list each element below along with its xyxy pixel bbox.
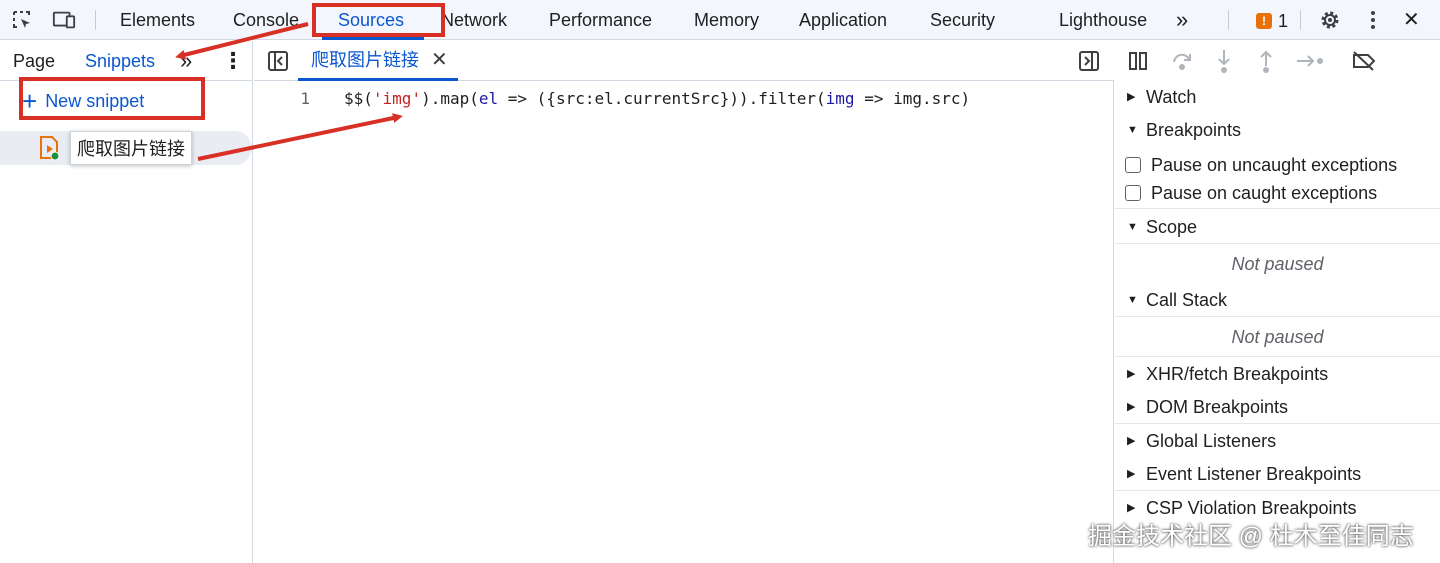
active-tab-indicator	[322, 37, 424, 40]
nav-tab-page[interactable]: Page	[13, 51, 56, 71]
issues-count: 1	[1278, 10, 1289, 31]
section-label: Call Stack	[1146, 290, 1228, 310]
navigator-pane: Page Snippets » ⋮ + New snippet 爬取图片链接	[0, 41, 253, 563]
tab-console[interactable]: Console	[233, 10, 300, 30]
close-devtools-icon[interactable]: ✕	[1403, 9, 1420, 31]
call-stack-not-paused: Not paused	[1115, 317, 1440, 357]
collapsed-arrow-icon: ▶	[1127, 502, 1136, 514]
issue-warning-icon: !	[1256, 13, 1272, 29]
dom-breakpoints-section-header[interactable]: ▶ DOM Breakpoints	[1115, 390, 1440, 424]
code-token: => ({src:el.currentSrc})).filter(	[498, 89, 826, 108]
code-token: => img.src)	[854, 89, 971, 108]
watch-section-header[interactable]: ▶ Watch	[1115, 80, 1440, 114]
editor-tab-strip: 爬取图片链接 ✕	[254, 41, 1114, 81]
collapsed-arrow-icon: ▶	[1127, 435, 1136, 447]
section-label: Event Listener Breakpoints	[1146, 464, 1362, 484]
global-listeners-section-header[interactable]: ▶ Global Listeners	[1115, 424, 1440, 458]
tab-network[interactable]: Network	[441, 10, 508, 30]
toolbar-divider	[1300, 10, 1301, 30]
snippet-file-icon	[40, 136, 60, 161]
code-token: $$(	[344, 89, 373, 108]
editor-file-tab[interactable]: 爬取图片链接 ✕	[298, 41, 458, 81]
toolbar-divider	[95, 10, 96, 30]
tab-security[interactable]: Security	[930, 10, 996, 30]
editor-tab-label: 爬取图片链接	[311, 50, 419, 70]
code-token: ).map(	[421, 89, 479, 108]
collapsed-arrow-icon: ▶	[1127, 91, 1136, 103]
pause-uncaught-option[interactable]: Pause on uncaught exceptions	[1125, 151, 1435, 179]
step-over-icon[interactable]	[1170, 50, 1194, 72]
code-line[interactable]: 1 $$('img').map(el => ({src:el.currentSr…	[254, 87, 1114, 111]
deactivate-breakpoints-icon[interactable]	[1351, 50, 1377, 72]
call-stack-section-header[interactable]: ▼ Call Stack	[1115, 283, 1440, 317]
breakpoints-section-body	[1115, 149, 1440, 209]
tab-sources[interactable]: Sources	[338, 10, 405, 30]
nav-menu-icon[interactable]: ⋮	[222, 48, 244, 73]
pause-script-icon[interactable]	[1127, 50, 1149, 72]
line-number: 1	[300, 89, 310, 108]
plus-icon: +	[22, 86, 38, 116]
snippet-name-tooltip: 爬取图片链接	[70, 131, 192, 165]
section-label: DOM Breakpoints	[1146, 397, 1289, 417]
step-out-icon[interactable]	[1255, 48, 1277, 74]
pause-caught-label: Pause on caught exceptions	[1151, 183, 1378, 203]
collapsed-arrow-icon: ▶	[1127, 468, 1136, 480]
collapsed-arrow-icon: ▶	[1127, 368, 1136, 380]
more-tabs-icon[interactable]: »	[1176, 7, 1189, 32]
settings-gear-icon[interactable]	[1318, 8, 1342, 32]
section-label: Watch	[1146, 87, 1197, 107]
code-variable-token: el	[478, 89, 499, 108]
new-snippet-button[interactable]: + New snippet	[22, 87, 144, 115]
tab-memory[interactable]: Memory	[694, 10, 760, 30]
tab-elements[interactable]: Elements	[120, 10, 196, 30]
xhr-breakpoints-section-header[interactable]: ▶ XHR/fetch Breakpoints	[1115, 357, 1440, 391]
navigator-tabs: Page Snippets » ⋮	[0, 41, 253, 81]
new-snippet-label: New snippet	[45, 90, 145, 111]
nav-more-icon[interactable]: »	[180, 48, 193, 73]
pause-uncaught-checkbox[interactable]	[1125, 157, 1141, 173]
active-editor-tab-indicator	[298, 78, 458, 81]
debugger-toolbar	[1115, 41, 1440, 81]
scope-section-header[interactable]: ▼ Scope	[1115, 210, 1440, 244]
section-label: XHR/fetch Breakpoints	[1146, 364, 1329, 384]
step-into-icon[interactable]	[1213, 48, 1235, 74]
code-text[interactable]: $$('img').map(el => ({src:el.currentSrc}…	[344, 87, 970, 111]
expanded-arrow-icon: ▼	[1127, 221, 1138, 233]
collapsed-arrow-icon: ▶	[1127, 401, 1136, 413]
step-icon[interactable]	[1295, 50, 1325, 72]
main-toolbar: Elements Console Sources Network Perform…	[0, 0, 1440, 40]
code-variable-token: img	[825, 89, 855, 108]
event-listener-breakpoints-section-header[interactable]: ▶ Event Listener Breakpoints	[1115, 457, 1440, 491]
expanded-arrow-icon: ▼	[1127, 124, 1138, 136]
close-tab-icon[interactable]: ✕	[431, 49, 448, 71]
tab-performance[interactable]: Performance	[549, 10, 653, 30]
scope-not-paused: Not paused	[1115, 244, 1440, 284]
pause-uncaught-label: Pause on uncaught exceptions	[1151, 155, 1398, 175]
toggle-debugger-icon[interactable]	[1078, 50, 1100, 72]
tab-lighthouse[interactable]: Lighthouse	[1059, 10, 1148, 30]
issues-counter[interactable]: ! 1	[1256, 10, 1288, 32]
debugger-sidebar: ▶ Watch ▼ Breakpoints Pause on uncaught …	[1115, 41, 1440, 563]
pause-caught-option[interactable]: Pause on caught exceptions	[1125, 179, 1435, 207]
pause-caught-checkbox[interactable]	[1125, 185, 1141, 201]
inspect-element-icon[interactable]	[10, 8, 34, 32]
code-string-token: 'img'	[372, 89, 422, 108]
nav-tab-snippets[interactable]: Snippets	[85, 51, 156, 71]
csp-violation-breakpoints-section-header[interactable]: ▶ CSP Violation Breakpoints	[1115, 491, 1440, 525]
breakpoints-section-header[interactable]: ▼ Breakpoints	[1115, 113, 1440, 147]
section-label: Global Listeners	[1146, 431, 1277, 451]
device-toolbar-icon[interactable]	[52, 8, 76, 32]
toggle-navigator-icon[interactable]	[267, 50, 289, 72]
customize-menu-icon[interactable]	[1361, 8, 1385, 32]
editor-pane: 爬取图片链接 ✕ 1 $$('img').map(el => ({src:el.…	[254, 41, 1114, 563]
section-label: Breakpoints	[1146, 120, 1242, 140]
section-label: CSP Violation Breakpoints	[1146, 498, 1357, 518]
tab-application[interactable]: Application	[799, 10, 888, 30]
toolbar-divider	[1228, 10, 1229, 30]
section-label: Scope	[1146, 217, 1198, 237]
expanded-arrow-icon: ▼	[1127, 294, 1138, 306]
